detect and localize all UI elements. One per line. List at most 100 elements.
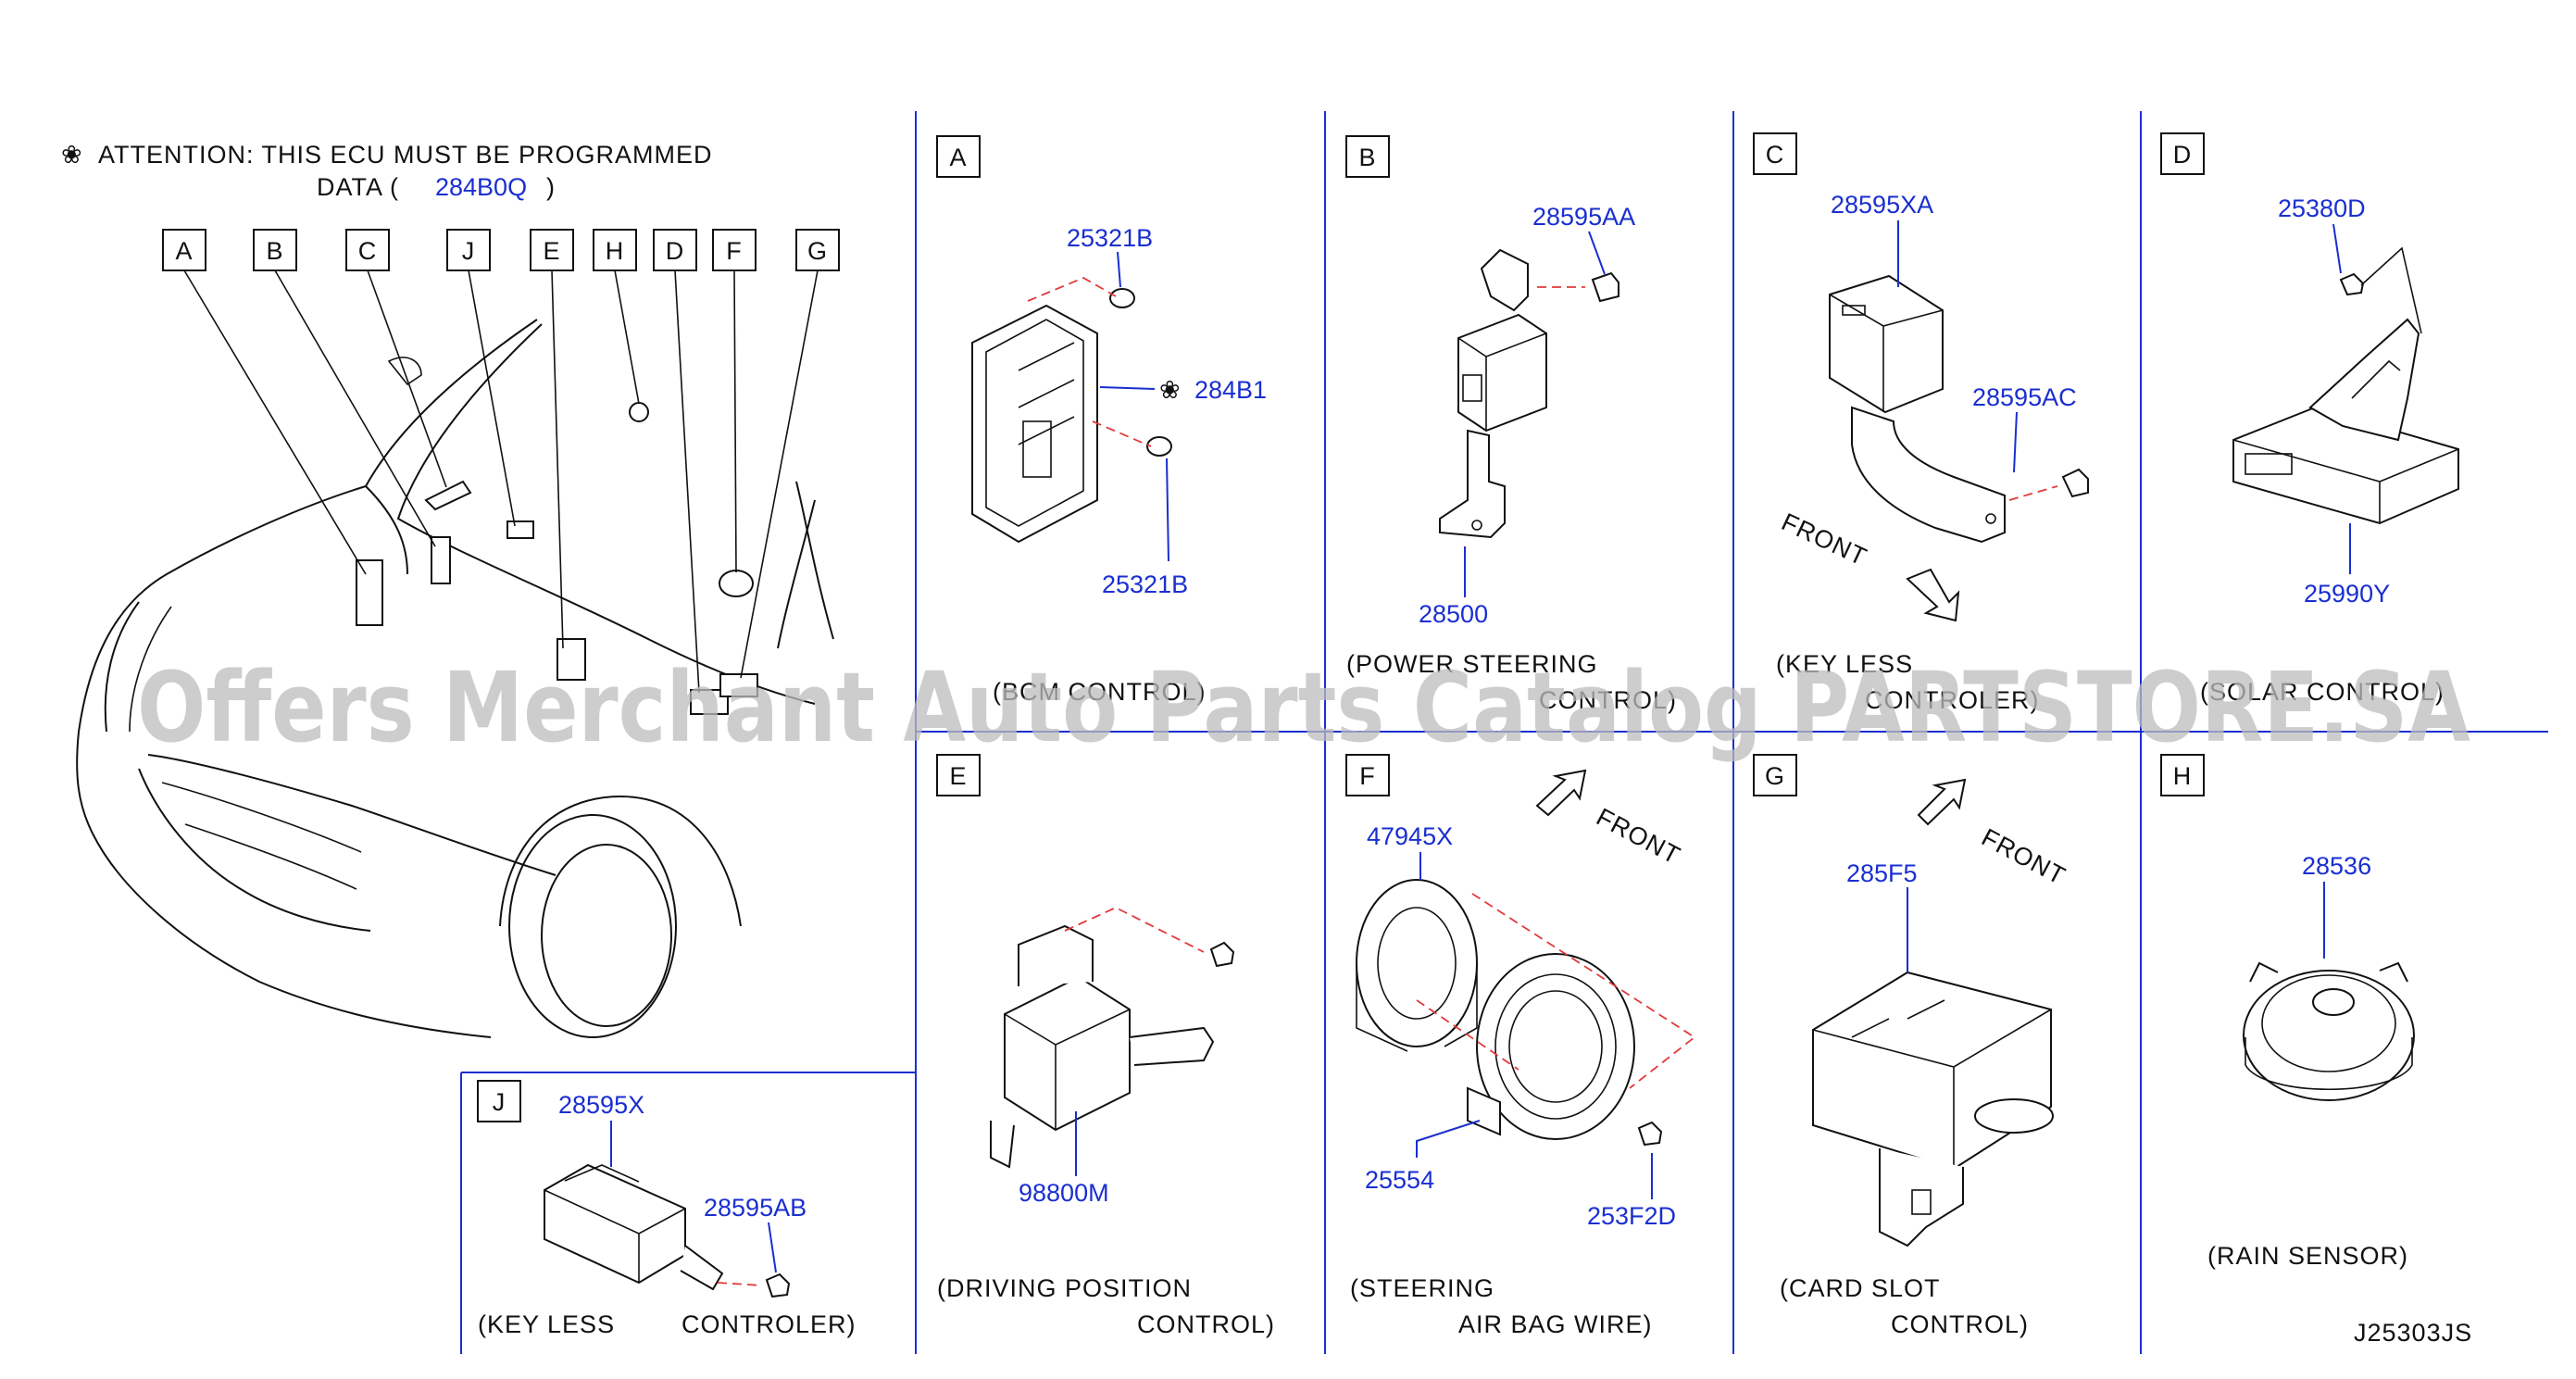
attention-ecu-code: 284B0Q	[435, 173, 527, 201]
panel-c-label-box	[1753, 132, 1797, 175]
panel-j-caption-1: (KEY LESS	[478, 1310, 615, 1338]
part-number: 285F5	[1846, 859, 1918, 887]
panel-h-label-box	[2160, 754, 2205, 796]
panel-e-label-box	[936, 754, 981, 796]
callout-f: F	[712, 229, 757, 271]
panel-e-caption-1: (DRIVING POSITION	[937, 1274, 1192, 1302]
panel-h-caption: (RAIN SENSOR)	[2207, 1242, 2408, 1270]
panel-f-label-box	[1345, 754, 1390, 796]
callout-c: C	[345, 229, 390, 271]
part-number: 28595AA	[1532, 203, 1635, 231]
part-number: 28500	[1419, 600, 1488, 628]
part-number: 25990Y	[2304, 580, 2390, 608]
panel-e: E 98800M (DRIVING POSITION CONTROL)	[936, 754, 1275, 1338]
panel-f-letter: F	[1359, 762, 1376, 790]
keyless-controller-j	[544, 1163, 686, 1285]
panel-a: A 25321B ❀ 284B1 25321B (BCM CONTROL)	[936, 135, 1267, 706]
panel-b: B 28595AA 28500 (POWER STEERING CONTROL)	[1345, 135, 1677, 714]
panel-e-letter: E	[949, 762, 967, 790]
callout-b: B	[253, 229, 297, 271]
part-number: 28595X	[558, 1091, 644, 1119]
part-number: 28536	[2302, 852, 2371, 880]
callout-j: J	[446, 229, 491, 271]
svg-text:C: C	[358, 237, 378, 265]
callout-g: G	[795, 229, 840, 271]
panel-a-label-box	[936, 135, 981, 178]
panel-g-caption-1: (CARD SLOT	[1780, 1274, 1941, 1302]
callout-e: E	[530, 229, 574, 271]
panel-b-caption-1: (POWER STEERING	[1346, 650, 1598, 678]
front-label: FRONT	[1592, 803, 1685, 870]
svg-text:D: D	[666, 237, 685, 265]
attention-line-2-prefix: DATA (	[317, 173, 399, 201]
panel-b-letter: B	[1358, 144, 1376, 171]
part-number: 47945X	[1367, 822, 1453, 850]
callout-a: A	[162, 229, 206, 271]
attention-note: ❀ ATTENTION: THIS ECU MUST BE PROGRAMMED…	[61, 141, 713, 201]
part-number: 28595AC	[1972, 383, 2077, 411]
panel-c-letter: C	[1766, 141, 1785, 169]
panel-e-caption-2: CONTROL)	[1137, 1310, 1275, 1338]
part-number: 284B1	[1194, 376, 1267, 404]
keyless-controller-module	[1829, 274, 1944, 414]
svg-text:B: B	[266, 237, 283, 265]
rain-sensor	[2243, 970, 2415, 1101]
panel-j-letter: J	[493, 1088, 506, 1116]
callout-h: H	[593, 229, 637, 271]
panel-j-label-box	[477, 1080, 521, 1122]
panel-a-letter: A	[949, 144, 967, 171]
part-number: 253F2D	[1587, 1202, 1676, 1230]
panel-g-caption-2: CONTROL)	[1891, 1310, 2029, 1338]
panel-d-letter: D	[2173, 141, 2193, 169]
part-number: 28595AB	[704, 1194, 807, 1222]
driving-position-module	[1004, 975, 1131, 1132]
part-number: 25321B	[1102, 570, 1188, 598]
panel-b-caption-2: CONTROL)	[1539, 686, 1677, 714]
part-number: 25554	[1365, 1166, 1434, 1194]
panel-a-caption: (BCM CONTROL)	[993, 678, 1207, 706]
panel-c: C 28595XA 28595AC FRONT (KEY LESS CONTRO…	[1753, 132, 2089, 714]
panel-g-label-box	[1753, 754, 1797, 796]
car-overview-illustration	[76, 270, 834, 1038]
svg-text:G: G	[807, 237, 828, 265]
panel-h-letter: H	[2173, 762, 2193, 790]
panel-f: F 47945X 25554 253F2D FRONT (STEERING AI…	[1345, 754, 1696, 1338]
part-number: 25380D	[2278, 194, 2366, 222]
svg-text:H: H	[606, 237, 625, 265]
front-label: FRONT	[1777, 508, 1870, 571]
part-number: 25321B	[1067, 224, 1153, 252]
panel-f-caption-2: AIR BAG WIRE)	[1458, 1310, 1653, 1338]
power-steering-module	[1457, 313, 1547, 433]
panel-g: G 285F5 FRONT (CARD SLOT CONTROL)	[1753, 754, 2070, 1338]
panel-d: D 25380D 25990Y (SOLAR CONTROL)	[2160, 132, 2459, 706]
panel-g-letter: G	[1765, 762, 1785, 790]
bcm-module	[971, 304, 1098, 544]
steering-bracket	[1356, 879, 1478, 1047]
panel-d-caption: (SOLAR CONTROL)	[2200, 678, 2445, 706]
svg-text:F: F	[726, 237, 743, 265]
attention-line-2-suffix: )	[546, 173, 556, 201]
panel-f-caption-1: (STEERING	[1350, 1274, 1494, 1302]
part-number: 98800M	[1019, 1179, 1109, 1207]
attention-line-1: ATTENTION: THIS ECU MUST BE PROGRAMMED	[98, 141, 713, 169]
spiral-cable	[1476, 953, 1635, 1140]
overview-callouts: A B C J E H D F G	[162, 229, 840, 271]
panel-c-caption-2: CONTROLER)	[1865, 686, 2040, 714]
panel-dividers	[460, 111, 2548, 1354]
callout-d: D	[653, 229, 697, 271]
svg-text:E: E	[543, 237, 560, 265]
panel-b-label-box	[1345, 135, 1390, 178]
panel-j: J 28595X 28595AB (KEY LESS CONTROLER)	[477, 1080, 857, 1338]
svg-text:A: A	[175, 237, 193, 265]
panel-c-caption-1: (KEY LESS	[1776, 650, 1913, 678]
watermark-text: Offers Merchant Auto Parts Catalog PARTS…	[137, 651, 2470, 764]
panel-d-label-box	[2160, 132, 2205, 175]
front-label: FRONT	[1977, 823, 2070, 890]
attention-symbol: ❀	[61, 141, 83, 169]
diagram-code: J25303JS	[2354, 1319, 2472, 1347]
panel-j-caption-2: CONTROLER)	[682, 1310, 857, 1338]
card-slot-module	[1812, 971, 2052, 1171]
program-mark: ❀	[1159, 376, 1182, 404]
